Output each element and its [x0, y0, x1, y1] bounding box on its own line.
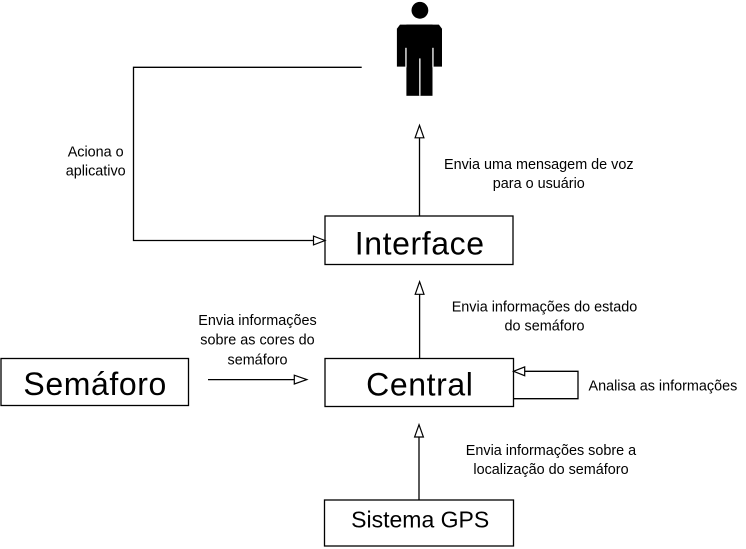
svg-text:Central: Central [366, 366, 473, 402]
svg-text:Semáforo: Semáforo [23, 366, 167, 402]
svg-text:Envia informações sobre a: Envia informações sobre a [466, 443, 636, 459]
svg-text:aplicativo: aplicativo [66, 164, 126, 180]
svg-text:Sistema GPS: Sistema GPS [351, 507, 489, 533]
svg-text:para o usuário: para o usuário [493, 176, 585, 192]
svg-text:do semáforo: do semáforo [505, 319, 585, 335]
svg-text:sobre as cores do: sobre as cores do [200, 333, 314, 349]
svg-text:Analisa as informações: Analisa as informações [589, 379, 738, 395]
svg-text:localização do semáforo: localização do semáforo [473, 462, 628, 478]
svg-text:Envia uma mensagem de voz: Envia uma mensagem de voz [444, 157, 634, 173]
svg-text:Envia informações: Envia informações [198, 313, 316, 329]
svg-text:Aciona o: Aciona o [68, 145, 124, 161]
svg-text:Interface: Interface [355, 226, 485, 262]
svg-text:Envia informações do estado: Envia informações do estado [452, 300, 638, 316]
svg-text:semáforo: semáforo [228, 353, 288, 369]
